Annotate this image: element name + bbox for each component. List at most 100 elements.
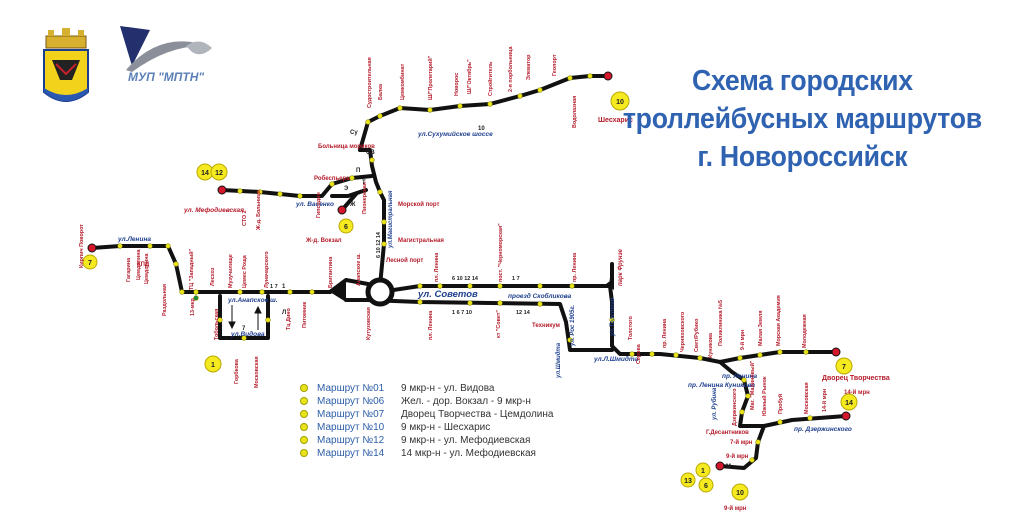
stop-label: ТЦ "Западный" xyxy=(188,248,195,290)
stop-label: Свет/Рубико xyxy=(693,318,700,352)
stop-label: Маг. "Малиновый" xyxy=(749,360,756,410)
badge-6-south xyxy=(698,477,714,493)
street-label-shmidta-v: ул.Шмидта xyxy=(556,342,562,379)
badge-1-west xyxy=(204,355,222,373)
stop-label: пл. Ленина xyxy=(428,310,434,340)
street-label-lenina-east: пр. Ленина xyxy=(722,373,757,380)
stop-label: 14-й мрн xyxy=(844,389,870,396)
badge-text: 6 xyxy=(344,224,348,231)
legend-route-name: Маршрут №01 xyxy=(317,383,385,394)
badge-10-sheskharis xyxy=(610,91,630,111)
stop-label: пр. Ленина xyxy=(572,252,578,282)
stop-label: Дзержинского xyxy=(732,388,738,426)
stop-dots xyxy=(117,73,813,463)
stop-label: Больница моряков xyxy=(318,144,375,150)
marker-l: Л xyxy=(282,310,286,316)
stop-label: Московская xyxy=(804,382,810,414)
badge-10-south xyxy=(731,483,749,501)
marker-sv: СВ xyxy=(366,150,375,156)
stop-label: Музучилище xyxy=(228,254,234,288)
street-label-lenina-west: ул.Ленина xyxy=(117,236,151,243)
street-label-dzerzhinskogo: пр. Дзержинского xyxy=(794,426,852,433)
badge-6 xyxy=(338,218,354,234)
route-nums: 6 10 12 14 xyxy=(376,231,382,258)
route-nums: 6 10 12 14 xyxy=(452,276,479,282)
stop-label: Луначарского xyxy=(264,251,270,288)
route-num-7: 7 xyxy=(242,326,246,332)
stop-label: Кутузовская xyxy=(366,307,372,340)
legend-route-name: Маршрут №06 xyxy=(317,396,385,407)
legend-dot-icon xyxy=(300,384,308,392)
stop-label: Серова xyxy=(636,343,642,364)
stop-label: Морской порт xyxy=(398,201,439,208)
stop-label: 9-й мрн xyxy=(739,330,746,350)
stop-label: Пионерская xyxy=(362,182,368,214)
badge-7-west xyxy=(82,254,98,270)
route-nums: 1 7 xyxy=(270,284,278,290)
title-line-3: г. Новороссийск xyxy=(697,141,908,173)
stop-label: 2-я порбольница xyxy=(507,46,514,92)
stop-label: Раздольная xyxy=(162,284,168,316)
legend-dot-icon xyxy=(300,423,308,431)
badge-14-east xyxy=(840,393,858,411)
legend-route-name: Маршрут №12 xyxy=(317,435,385,446)
stop-label: Робеспьера xyxy=(314,175,350,182)
route-line-9mkr xyxy=(718,424,766,470)
stop-label: Стройгитель xyxy=(487,61,494,96)
street-label-sovetov: ул. Советов xyxy=(417,289,478,300)
street-label-shmidta: ул.Л.Шмидта xyxy=(593,355,639,363)
badge-13 xyxy=(680,472,696,488)
legend-route-desc: Дворец Творчества - Цемдолина xyxy=(401,409,554,420)
street-label-vidova: ул.Видова xyxy=(230,330,265,338)
rotary-ring xyxy=(365,277,395,307)
vidova-arrows xyxy=(228,305,262,330)
legend-route-desc: 14 мкр-н - ул. Мефодиевская xyxy=(401,448,536,459)
stop-label: Элеватор xyxy=(526,54,532,80)
badge-text: 6 xyxy=(704,483,708,490)
stop-label: Бригантина xyxy=(328,256,334,288)
stop-label: пост. "Черноморская" xyxy=(498,223,504,282)
badge-text: 1 xyxy=(701,468,705,475)
street-label-vasenko: ул. Васенко xyxy=(295,201,334,208)
marker-su: Су xyxy=(350,130,358,136)
stop-label: Ж-д. Больница xyxy=(256,189,262,231)
terminal-markers xyxy=(87,71,851,471)
stop-label: Лесхоз xyxy=(210,267,216,286)
stop-label: Балка xyxy=(378,83,384,100)
page-title: Схема городских троллейбусных маршрутов … xyxy=(600,62,1005,176)
stop-label: Питомник xyxy=(302,301,308,328)
street-label-park-frunze: парк Фрунзе xyxy=(618,248,624,286)
legend-dot-icon xyxy=(300,449,308,457)
stop-label: КПД xyxy=(137,262,150,268)
street-label-skoblikova: проезд Скобликова xyxy=(508,292,572,300)
sovetov-arrow xyxy=(606,278,614,290)
title-line-1: Схема городских xyxy=(692,65,913,97)
junction-arrow xyxy=(330,282,346,302)
badge-1-south xyxy=(695,462,711,478)
street-label-tolstogo: ул.Толстого xyxy=(610,297,616,337)
city-coat-of-arms xyxy=(43,28,89,102)
legend-route-desc: 9 мкр-н - ул. Видова xyxy=(401,383,495,394)
stop-label: Анапское ш. xyxy=(356,253,362,286)
stop-label: Черняховского xyxy=(680,311,686,352)
stop-label: 9-й мрн xyxy=(724,505,747,512)
stop-label: Судостроительная xyxy=(367,57,373,108)
stop-label: Горбкова xyxy=(233,358,240,384)
badge-12 xyxy=(210,163,228,181)
stop-label: Пробуй xyxy=(777,394,784,414)
route-nums: 1 6 7 10 xyxy=(452,310,472,316)
stop-label: Ш/"Октябрь" xyxy=(466,59,473,94)
badge-text: 7 xyxy=(88,260,92,267)
stop-label: Толстого xyxy=(628,316,634,340)
legend-route-desc: 9 мкр-н - Шесхарис xyxy=(401,422,491,433)
marker-m: М xyxy=(726,464,731,470)
stop-label: Южный Рынок xyxy=(761,376,768,416)
badge-text: 13 xyxy=(684,478,692,485)
badge-text: 10 xyxy=(736,490,744,497)
frunze-arrow xyxy=(609,261,613,283)
mptn-logo xyxy=(120,26,212,72)
stop-label: 13-мкр xyxy=(190,298,196,316)
badge-text: 14 xyxy=(845,400,853,407)
stop-label: Куникова xyxy=(708,332,714,358)
